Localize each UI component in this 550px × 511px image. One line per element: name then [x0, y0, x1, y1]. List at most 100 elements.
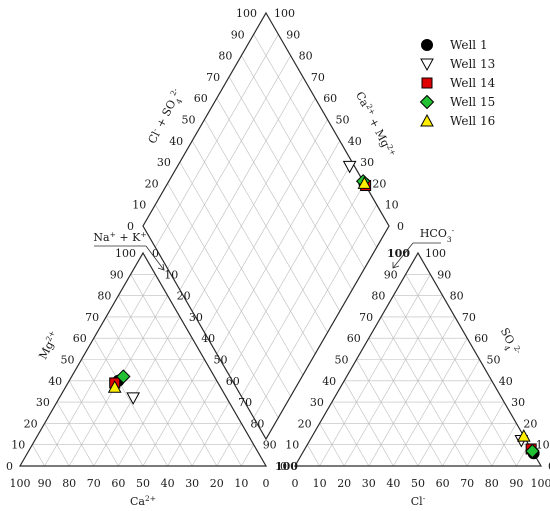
diamond-clso4-tick: 50	[182, 114, 196, 127]
legend-marker-2	[421, 77, 433, 89]
diamond-camg-tick: 60	[323, 92, 337, 105]
diamond-clso4-tick: 10	[132, 199, 146, 212]
cation-grid-line	[105, 316, 193, 467]
cation-ca-tick: 20	[210, 477, 224, 490]
cation-nak-tick: 0	[152, 247, 159, 260]
anion-grid-line	[405, 274, 517, 467]
anion-cl-tick: 40	[386, 477, 400, 490]
legend-label-3: Well 15	[450, 95, 495, 109]
diamond-clso4-tick: 80	[218, 50, 232, 63]
anion-so4-tick: 0	[548, 460, 550, 473]
legend-label-0: Well 1	[450, 38, 488, 52]
anion-hco3-tick: 70	[359, 311, 373, 324]
anion-grid-line	[343, 380, 394, 467]
anion-hco3-tick: 50	[335, 354, 349, 367]
anion-so4-tick: 30	[511, 396, 525, 409]
cation-grid-line	[81, 359, 144, 467]
diamond-clso4-tick: 40	[169, 135, 183, 148]
cation-ca-tick: 40	[161, 477, 175, 490]
anion-hco3-tick: 0	[280, 460, 287, 473]
cation-mg-tick: 40	[48, 375, 62, 388]
mg-axis-label: Mg2+	[35, 329, 61, 362]
anion-so4-tick: 70	[462, 311, 476, 324]
anion-hco3-tick: 20	[298, 417, 312, 430]
anion-so4-tick: 50	[487, 354, 501, 367]
cation-ca-tick: 60	[111, 477, 125, 490]
diamond-frame	[142, 11, 390, 441]
anion-grid-line	[368, 338, 443, 467]
cation-grid-line	[68, 380, 119, 467]
anion-grid-line	[319, 423, 345, 467]
anion-cl-tick: 0	[292, 477, 299, 490]
diamond-clso4-tick: 90	[231, 28, 245, 41]
anion-cl-tick: 50	[411, 477, 425, 490]
diamond-grid-line	[167, 55, 291, 269]
anion-cl-tick: 100	[531, 477, 550, 490]
nak-arrow-head	[157, 263, 165, 271]
cation-mg-tick: 80	[97, 290, 111, 303]
anion-so4-tick: 100	[425, 247, 446, 260]
marker-layer	[107, 39, 540, 460]
cation-grid-line	[142, 359, 205, 467]
cation-ca-tick: 80	[62, 477, 76, 490]
cation-nak-tick: 70	[238, 396, 252, 409]
diamond-camg-tick: 70	[311, 71, 325, 84]
cation-mg-tick: 70	[85, 311, 99, 324]
diamond-clso4-tick: 0	[127, 220, 134, 233]
anion-point-3	[525, 443, 540, 459]
anion-grid-line	[466, 401, 505, 467]
anion-so4-tick: 20	[523, 417, 537, 430]
cation-mg-tick: 90	[110, 268, 124, 281]
diamond-clso4-tick: 70	[206, 71, 220, 84]
diamond-clso4-tick: 20	[145, 177, 159, 190]
anion-hco3-tick: 10	[285, 439, 299, 452]
cation-ca-tick: 100	[10, 477, 31, 490]
diamond-camg-tick: 0	[397, 220, 404, 233]
cation-mg-tick: 10	[11, 439, 25, 452]
anion-so4-tick: 80	[450, 290, 464, 303]
cation-triangle-frame	[18, 251, 268, 467]
diamond-grid-line	[191, 98, 316, 312]
diamond-camg-tick: 90	[286, 28, 300, 41]
anion-cl-tick: 90	[509, 477, 523, 490]
cation-nak-tick: 60	[226, 375, 240, 388]
diamond-grid-line	[241, 55, 365, 269]
diamond-grid-line	[204, 119, 328, 333]
cation-nak-tick: 40	[201, 332, 215, 345]
cation-mg-tick: 30	[36, 396, 50, 409]
anion-cl-tick: 60	[436, 477, 450, 490]
hco3-arrow-shaft	[392, 242, 414, 269]
diamond-camg-tick: 30	[360, 156, 374, 169]
anion-cl-tick: 10	[313, 477, 327, 490]
tick-layer: 1000000001009010101010101090802020202020…	[6, 7, 550, 490]
diamond-camg-tick: 50	[336, 114, 350, 127]
cation-grid-line	[241, 444, 254, 467]
diamond-camg-tick: 100	[274, 7, 295, 20]
anion-grid-line	[331, 401, 370, 467]
cation-ca-tick: 50	[136, 477, 150, 490]
cation-ca-tick: 10	[234, 477, 248, 490]
cation-ca-tick: 30	[185, 477, 199, 490]
anion-grid-line	[356, 359, 419, 467]
diamond-grid-line	[155, 34, 279, 248]
anion-point-4	[516, 429, 531, 442]
cation-mg-tick: 0	[6, 460, 13, 473]
diamond-grid-line	[216, 98, 341, 312]
cation-grid-line	[118, 295, 218, 467]
cation-mg-tick: 100	[115, 247, 136, 260]
diamond-grid-line	[228, 76, 353, 291]
legend-label-2: Well 14	[450, 76, 496, 90]
cation-grid-line	[191, 401, 230, 467]
legend-marker-0	[421, 39, 433, 51]
anion-grid-line	[393, 295, 493, 467]
cation-nak-tick: 30	[189, 311, 203, 324]
nak-axis-label: Na+ + K+	[93, 230, 146, 245]
cation-point-4	[107, 380, 122, 393]
anion-so4-tick: 60	[474, 332, 488, 345]
anion-so4-tick: 40	[499, 375, 513, 388]
cation-point-1	[126, 392, 141, 405]
cation-mg-tick: 60	[73, 332, 87, 345]
cation-mg-tick: 20	[24, 417, 38, 430]
